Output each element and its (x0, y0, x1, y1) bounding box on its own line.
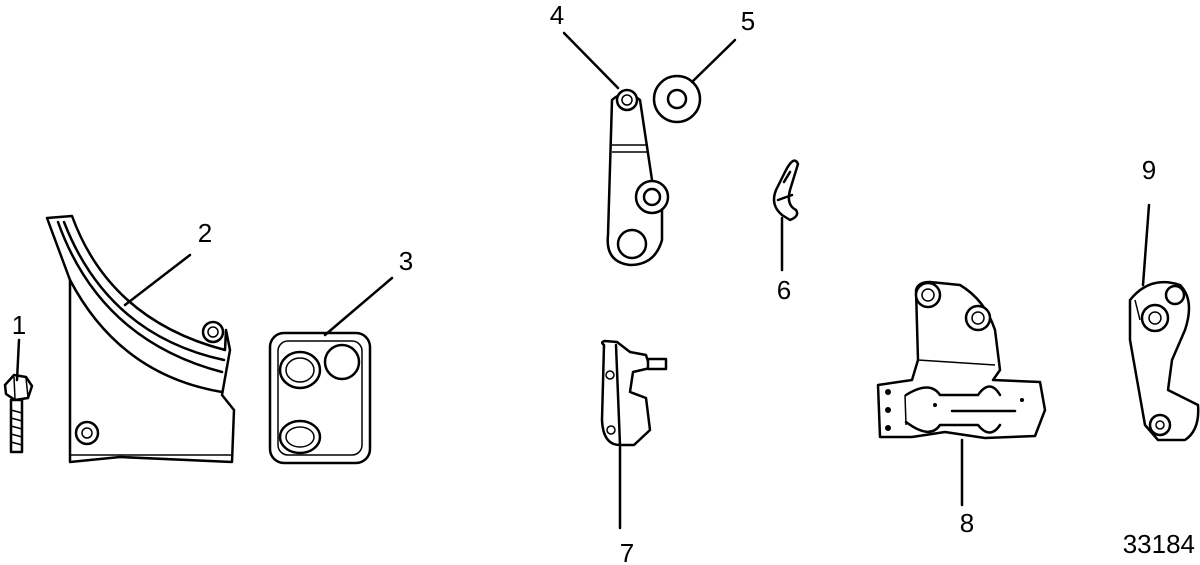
figure-number: 33184 (1123, 529, 1195, 559)
leader-2 (123, 253, 192, 307)
callout-4: 4 (550, 0, 564, 30)
part-6-clip (772, 159, 800, 222)
part-4-lever (606, 88, 670, 267)
leader-9 (1141, 203, 1151, 287)
part-9-arm (1128, 280, 1200, 442)
part-8-mount-plate (876, 280, 1047, 440)
leader-5 (690, 38, 737, 84)
leader-1 (15, 338, 21, 382)
leader-3 (323, 276, 394, 337)
part-2-bracket (45, 214, 236, 464)
part-3-plate (268, 331, 372, 465)
part-7-fitting (600, 339, 668, 447)
leader-4 (562, 31, 620, 90)
part-1-bolt (3, 373, 34, 454)
callout-labels: 1 2 3 4 5 6 7 8 9 (12, 0, 1156, 565)
callout-2: 2 (198, 218, 212, 248)
callout-8: 8 (960, 508, 974, 538)
callout-7: 7 (620, 538, 634, 565)
callout-3: 3 (399, 246, 413, 276)
callout-1: 1 (12, 310, 26, 340)
part-5-washer (652, 74, 702, 124)
callout-6: 6 (777, 275, 791, 305)
callout-5: 5 (741, 6, 755, 36)
callout-9: 9 (1142, 155, 1156, 185)
leader-lines (15, 31, 1151, 530)
